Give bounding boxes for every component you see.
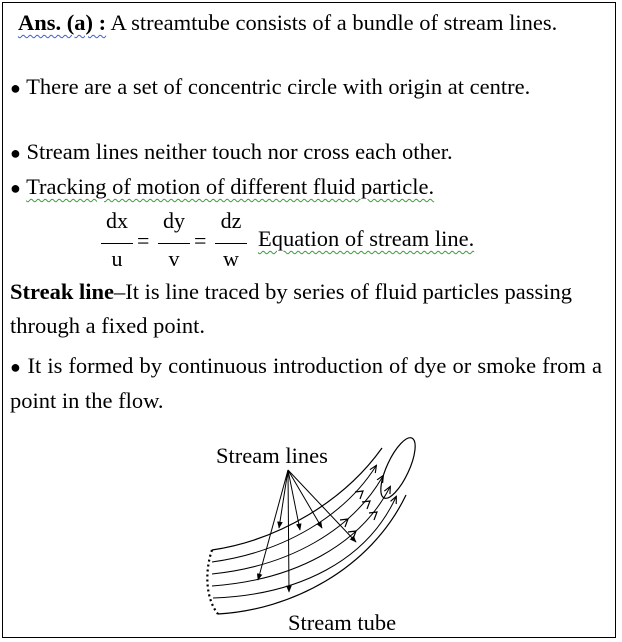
stream-line: [211, 487, 390, 587]
equation-caption: Equation of stream line.: [258, 226, 475, 251]
stream-tube-label: Stream tube: [288, 610, 396, 635]
bullet-text: It is formed by continuous introduction …: [10, 353, 602, 413]
stream-lines-label: Stream lines: [216, 443, 328, 468]
numerator: dy: [163, 208, 185, 233]
answer-box: [2, 2, 616, 638]
answer-label: Ans. (a) :: [18, 10, 107, 35]
pointer-arrow: [286, 469, 292, 593]
equals-sign: =: [137, 228, 150, 253]
pointer-arrow: [287, 469, 323, 529]
streak-line-paragraph: Streak line–It is line traced by series …: [10, 275, 602, 343]
label-pointers: [256, 469, 357, 593]
stream-tube-shape: [206, 437, 416, 615]
bullet-icon: ●: [10, 78, 21, 98]
bullet-dye: ● It is formed by continuous introductio…: [10, 349, 602, 418]
bullet-text: Stream lines neither touch nor cross eac…: [26, 139, 453, 164]
denominator: w: [223, 246, 239, 271]
numerator: dz: [220, 208, 242, 233]
fraction-bar: [158, 243, 190, 244]
stream-line: [211, 476, 383, 575]
pointer-arrow: [256, 469, 289, 581]
pointer-arrow: [287, 469, 302, 531]
bullet-tracking: ● Tracking of motion of different fluid …: [10, 170, 602, 205]
fraction-bar: [215, 243, 247, 244]
bullet-icon: ●: [10, 357, 22, 377]
streak-line-term: Streak line: [10, 279, 114, 304]
tube-left-end: [206, 549, 219, 615]
numerator: dx: [106, 208, 128, 233]
stream-line: [212, 497, 396, 599]
answer-text: A streamtube consists of a bundle of str…: [106, 10, 558, 35]
pointer-arrow: [277, 469, 289, 529]
bullet-concentric: ● There are a set of concentric circle w…: [10, 70, 602, 105]
denominator: u: [111, 246, 123, 271]
tube-top-edge: [211, 447, 383, 551]
stream-line: [211, 466, 376, 563]
bullet-text: Tracking of motion of different fluid pa…: [26, 174, 435, 199]
fraction-bar: [101, 243, 133, 244]
stream-lines: [211, 466, 396, 599]
bullet-icon: ●: [10, 143, 21, 163]
answer-paragraph: Ans. (a) : A streamtube consists of a bu…: [18, 6, 602, 40]
bullet-text: There are a set of concentric circle wit…: [26, 74, 531, 99]
equals-sign: =: [194, 228, 207, 253]
denominator: v: [168, 246, 180, 271]
bullet-icon: ●: [10, 178, 21, 198]
streak-line-text: –It is line traced by series of fluid pa…: [10, 279, 572, 338]
tube-bottom-edge: [217, 494, 407, 615]
bullet-no-cross: ● Stream lines neither touch nor cross e…: [10, 135, 602, 170]
tube-right-end: [380, 437, 416, 499]
pointer-arrow: [287, 469, 357, 543]
